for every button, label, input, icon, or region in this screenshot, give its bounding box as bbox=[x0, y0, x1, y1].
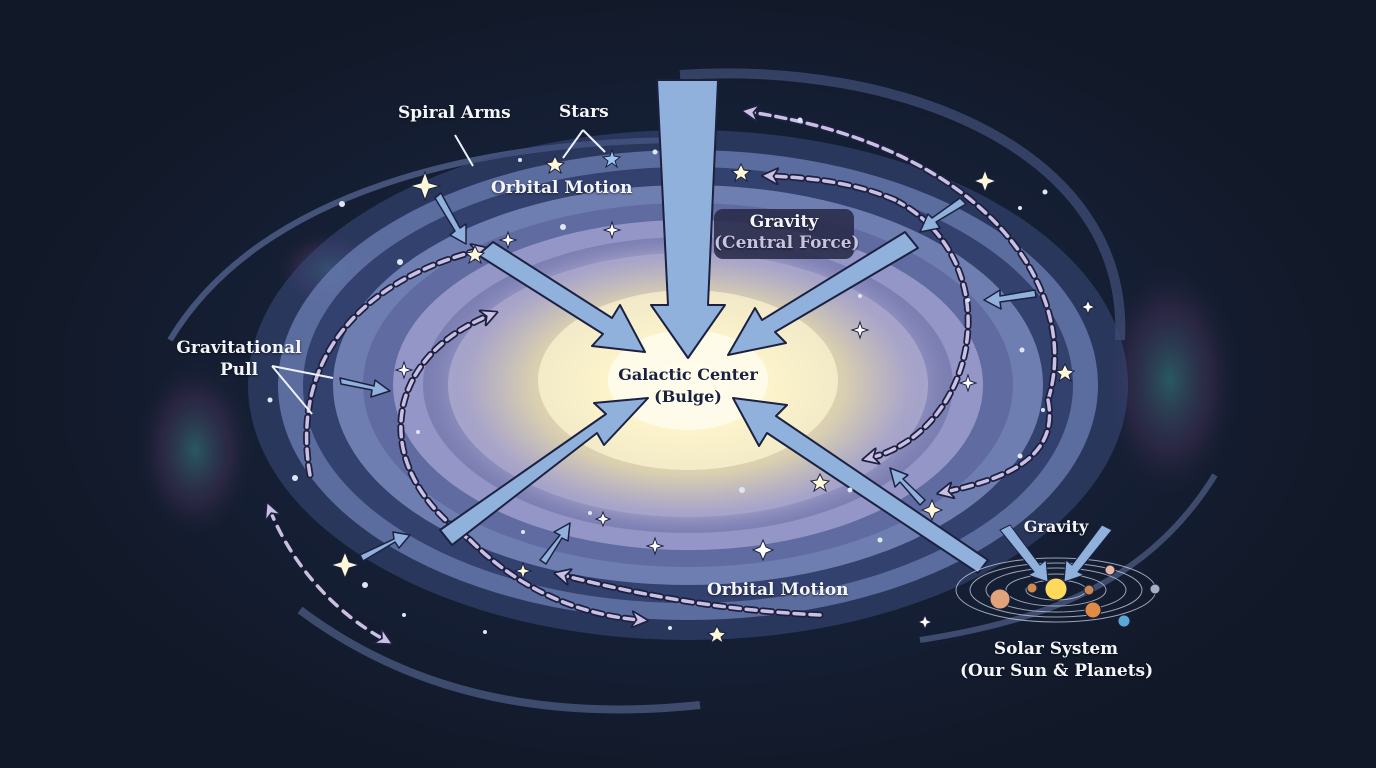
label-our-sun-planets: (Our Sun & Planets) bbox=[960, 661, 1154, 681]
label-galactic-center: Galactic Center bbox=[618, 365, 758, 384]
stars bbox=[329, 148, 1097, 645]
gravity-arrows bbox=[439, 79, 989, 574]
orbital-motion-arrows bbox=[270, 112, 1059, 640]
nebula-right bbox=[1100, 260, 1240, 500]
label-bulge: (Bulge) bbox=[654, 387, 722, 406]
small-gravity-arrows bbox=[339, 192, 1037, 565]
label-orbital-motion-top: Orbital Motion bbox=[491, 178, 633, 198]
label-stars: Stars bbox=[559, 102, 609, 122]
label-spiral-arms: Spiral Arms bbox=[398, 103, 511, 123]
label-pull: Pull bbox=[219, 360, 259, 380]
label-gravitational: Gravitational bbox=[176, 338, 302, 358]
label-gravity-central: Gravity bbox=[749, 212, 819, 232]
label-solar-system: Solar System bbox=[993, 639, 1119, 659]
solar-system bbox=[955, 524, 1161, 628]
label-central-force: (Central Force) bbox=[714, 233, 860, 253]
star-dots bbox=[267, 117, 1158, 634]
label-solar-gravity: Gravity bbox=[1023, 517, 1089, 536]
pointer-lines bbox=[271, 129, 606, 415]
label-orbital-motion-bottom: Orbital Motion bbox=[707, 580, 849, 600]
gravity-label-box bbox=[714, 209, 854, 259]
